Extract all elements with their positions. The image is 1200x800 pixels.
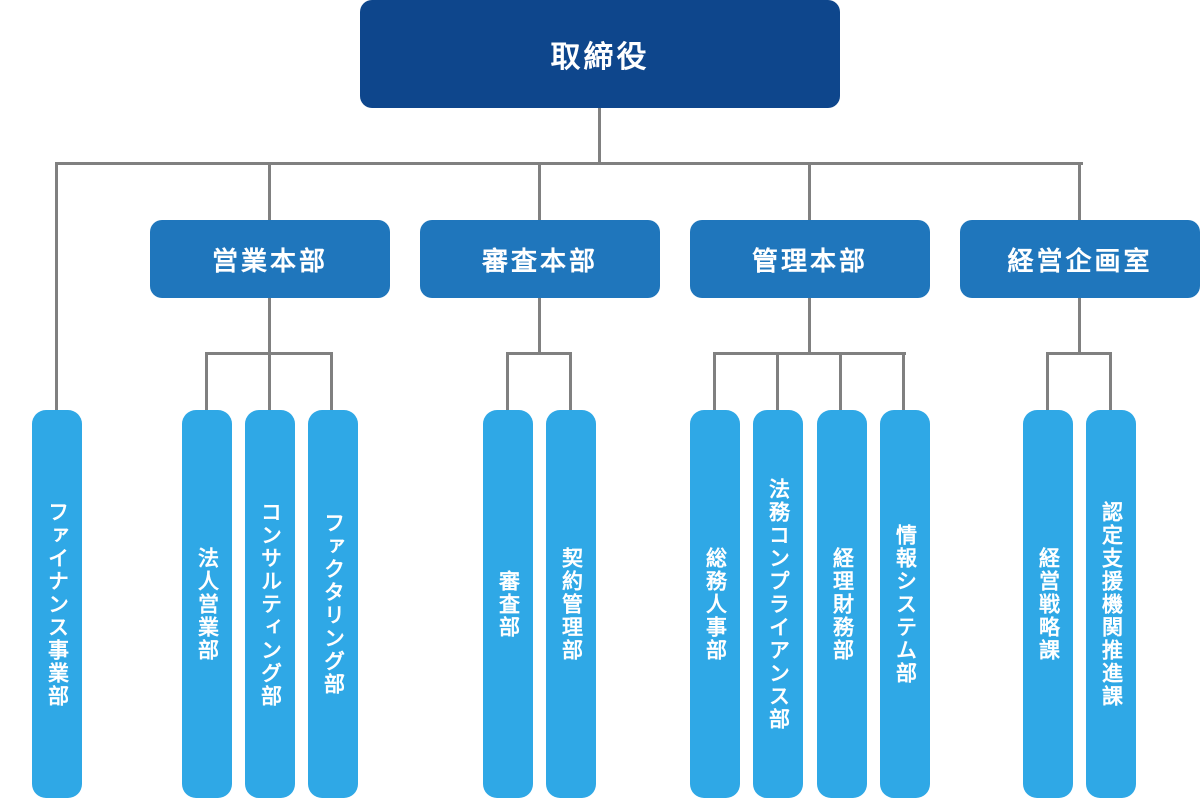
connector-planning-left (1046, 352, 1049, 410)
department-label: 情報システム部 (893, 523, 918, 685)
department-label: ファイナンス事業部 (45, 500, 70, 708)
department-label: ファクタリング部 (321, 512, 346, 696)
department-label: 契約管理部 (559, 546, 584, 662)
connector-admin-division (808, 162, 811, 220)
connector-sales-right (330, 352, 333, 410)
division-label: 経営企画室 (1007, 246, 1153, 277)
connector-root (598, 108, 601, 163)
root-label: 取締役 (550, 40, 650, 75)
connector-review-bus (506, 352, 572, 355)
section-certified-support: 認定支援機関推進課 (1086, 410, 1136, 798)
department-finance: ファイナンス事業部 (32, 410, 82, 798)
connector-planning-down (1078, 298, 1081, 354)
department-label: 法務コンプライアンス部 (766, 477, 791, 731)
division-label: 営業本部 (211, 246, 328, 277)
department-contract-management: 契約管理部 (546, 410, 596, 798)
department-label: 法人営業部 (195, 546, 220, 662)
connector-admin-3 (839, 352, 842, 410)
department-label: 認定支援機関推進課 (1099, 500, 1124, 708)
department-label: コンサルティング部 (258, 500, 283, 708)
connector-sales-bus (205, 352, 333, 355)
connector-review-left (506, 352, 509, 410)
root-node-board: 取締役 (360, 0, 840, 108)
department-information-systems: 情報システム部 (880, 410, 930, 798)
connector-admin-4 (902, 352, 905, 410)
department-general-hr: 総務人事部 (690, 410, 740, 798)
division-review: 審査本部 (420, 220, 660, 298)
department-label: 経理財務部 (830, 546, 855, 662)
connector-review-right (569, 352, 572, 410)
division-sales: 営業本部 (150, 220, 390, 298)
connector-planning-right (1109, 352, 1112, 410)
connector-planning-division (1078, 162, 1081, 220)
department-label: 審査部 (496, 569, 521, 639)
division-admin: 管理本部 (690, 220, 930, 298)
division-label: 管理本部 (751, 246, 868, 277)
division-planning: 経営企画室 (960, 220, 1200, 298)
connector-planning-bus (1046, 352, 1112, 355)
connector-admin-1 (713, 352, 716, 410)
connector-finance (55, 162, 58, 410)
department-label: 総務人事部 (703, 546, 728, 662)
connector-admin-2 (776, 352, 779, 410)
section-strategy: 経営戦略課 (1023, 410, 1073, 798)
department-corporate-sales: 法人営業部 (182, 410, 232, 798)
department-accounting-finance: 経理財務部 (817, 410, 867, 798)
connector-review-down (538, 298, 541, 354)
connector-sales-division (268, 162, 271, 220)
department-label: 経営戦略課 (1036, 546, 1061, 662)
department-review: 審査部 (483, 410, 533, 798)
connector-bus-top (55, 162, 1083, 165)
department-consulting: コンサルティング部 (245, 410, 295, 798)
connector-review-division (538, 162, 541, 220)
connector-admin-bus (713, 352, 906, 355)
division-label: 審査本部 (481, 246, 598, 277)
connector-sales-left (205, 352, 208, 410)
department-legal-compliance: 法務コンプライアンス部 (753, 410, 803, 798)
department-factoring: ファクタリング部 (308, 410, 358, 798)
connector-admin-down (808, 298, 811, 354)
